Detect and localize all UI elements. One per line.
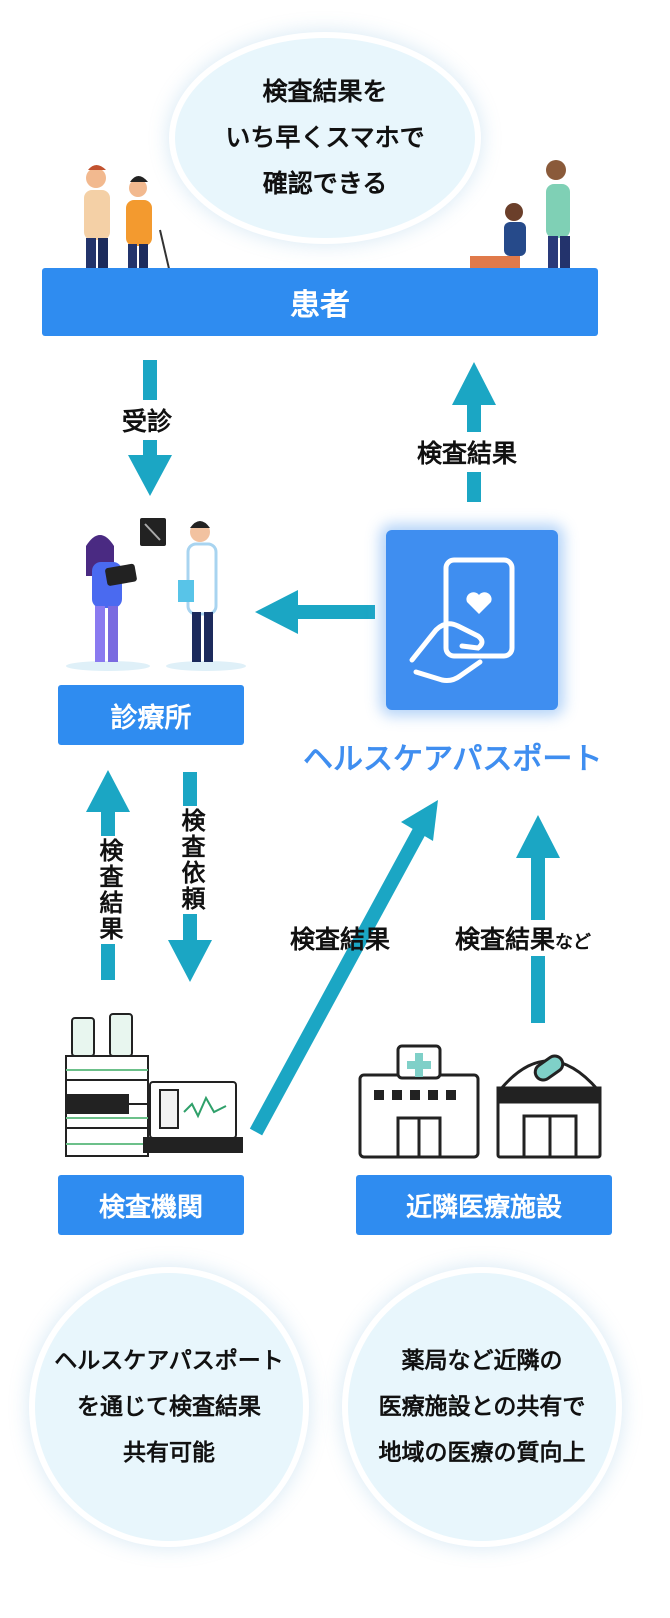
arrow-label-test-request: 検査依頼: [174, 806, 209, 914]
bottom-right-line-3: 地域の医療の質向上: [378, 1440, 586, 1466]
arrow-label-nearby-to-passport: 検査結果など: [455, 920, 592, 956]
patient-bar-label: 患者: [290, 288, 350, 323]
patient-bar: 患者: [42, 268, 598, 336]
lab-analyzer-illustration: [65, 1013, 243, 1157]
lab-bar-label: 検査機関: [98, 1192, 203, 1223]
nearby-bar: 近隣医療施設: [356, 1175, 612, 1235]
card-hand-heart-icon: [409, 557, 515, 683]
clinic-bar: 診療所: [58, 685, 244, 745]
bottom-right-line-1: 薬局など近隣の: [401, 1348, 563, 1374]
bottom-right-bubble: 薬局など近隣の 医療施設との共有で 地域の医療の質向上: [348, 1273, 616, 1541]
bottom-left-line-2: を通じて検査結果: [76, 1394, 261, 1420]
nearby-result-text: 検査結果: [455, 925, 556, 954]
arrow-label-lab-to-passport: 検査結果: [290, 925, 391, 954]
doctor-patient-xray-illustration: [66, 518, 246, 671]
top-bubble-line-3: 確認できる: [262, 169, 388, 198]
bottom-right-line-2: 医療施設との共有で: [378, 1394, 586, 1420]
arrow-label-result-to-patient: 検査結果: [415, 432, 520, 472]
bottom-left-line-3: 共有可能: [122, 1440, 215, 1466]
top-bubble-line-2: いち早くスマホで: [225, 123, 425, 152]
arrow-nearby-to-passport: [516, 815, 560, 1023]
hospital-icon: [358, 1044, 480, 1159]
bottom-left-line-1: ヘルスケアパスポート: [54, 1348, 284, 1374]
top-bubble-line-1: 検査結果を: [262, 77, 388, 106]
top-bubble: 検査結果を いち早くスマホで 確認できる: [175, 38, 475, 238]
clinic-bar-label: 診療所: [110, 702, 192, 734]
nearby-bar-label: 近隣医療施設: [405, 1192, 562, 1223]
lab-bar: 検査機関: [58, 1175, 244, 1235]
pharmacy-icon: [496, 1054, 602, 1159]
arrow-lab-to-passport: [249, 800, 438, 1136]
passport-title: ヘルスケアパスポート: [303, 742, 603, 777]
bottom-left-bubble: ヘルスケアパスポート を通じて検査結果 共有可能: [35, 1273, 303, 1541]
arrow-passport-to-clinic: [255, 590, 375, 634]
arrow-label-visit: 受診: [120, 400, 175, 440]
passport-card: [386, 530, 558, 710]
arrow-label-result-to-clinic: 検査結果: [92, 836, 127, 944]
nearby-suffix-text: など: [555, 932, 592, 953]
